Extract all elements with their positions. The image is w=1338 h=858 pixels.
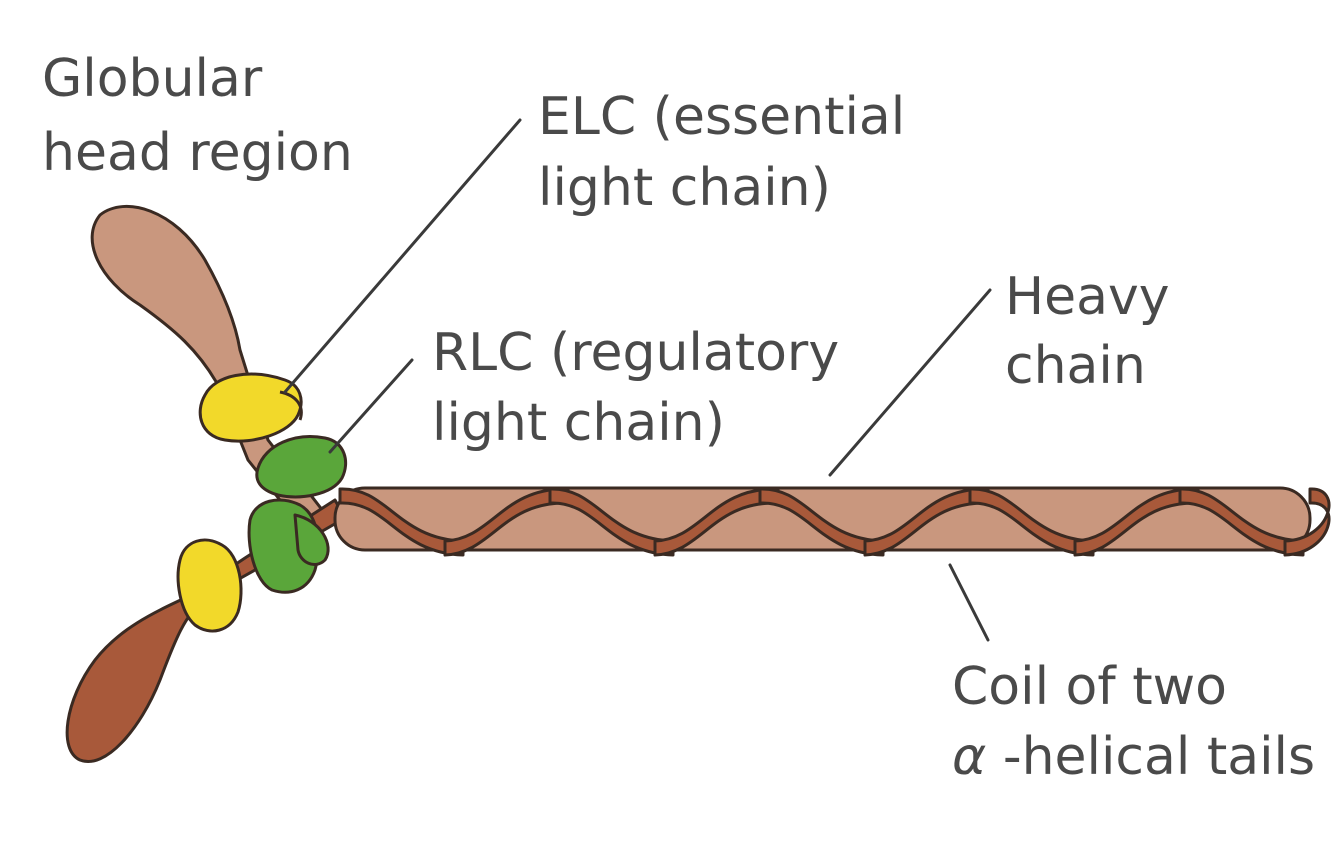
coil-label-line1: Coil of two [952, 657, 1227, 717]
globular-head-label: Globular head region [42, 49, 353, 183]
globular-head-label-line2: head region [42, 123, 353, 183]
elc-label: ELC (essential light chain) [538, 87, 922, 218]
dark-helix-strand-segment [548, 487, 675, 557]
dark-helix-strand-segment [1283, 487, 1331, 557]
rlc-leader-line [328, 358, 414, 454]
essential-light-chain-lower [176, 538, 243, 633]
rlc-label-line1: RLC (regulatory [432, 323, 839, 383]
globular-head-label-line1: Globular [42, 49, 263, 109]
coil-leader-line [948, 563, 990, 642]
heavy-chain-label-line2: chain [1005, 336, 1146, 396]
elc-label-line2: light chain) [538, 158, 831, 218]
coiled-coil-tail [333, 486, 1331, 557]
lower-globular-head [65, 498, 347, 763]
dark-helix-strand-segment [758, 487, 885, 557]
heavy-chain-label: Heavy chain [1005, 267, 1186, 396]
coil-label-line2: -helical tails [1003, 727, 1315, 787]
regulatory-light-chain-lower [247, 498, 330, 594]
coil-label: Coil of two α -helical tails [952, 657, 1315, 787]
rlc-label: RLC (regulatory light chain) [432, 323, 856, 453]
rlc-label-line2: light chain) [432, 393, 725, 453]
heavy-chain-leader-line [828, 288, 992, 477]
heavy-chain-label-line1: Heavy [1005, 267, 1170, 327]
elc-label-line1: ELC (essential [538, 87, 905, 147]
dark-helix-strand-segment [338, 487, 465, 557]
elc-leader-line [283, 118, 522, 394]
essential-light-chain-upper [198, 372, 303, 443]
coil-alpha-symbol: α [952, 727, 986, 787]
dark-helix-strand-segment [1178, 487, 1305, 557]
dark-helix-strand-segment [968, 487, 1095, 557]
regulatory-light-chain-upper [255, 435, 348, 499]
